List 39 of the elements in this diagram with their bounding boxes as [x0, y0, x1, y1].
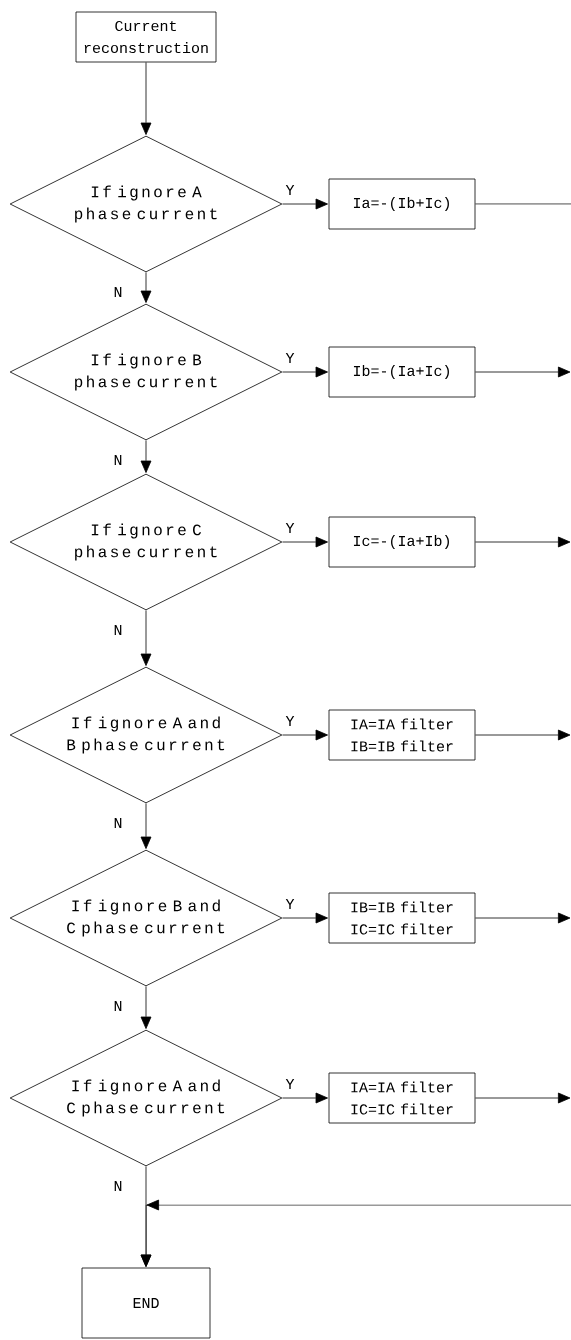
- process-box: Ib=-(Ia+Ic): [328, 346, 476, 398]
- edge-label: Y: [284, 522, 296, 534]
- arrow: [140, 440, 152, 473]
- edge-label: Y: [284, 352, 296, 364]
- edge-label: N: [112, 817, 124, 829]
- process-box: IB=IB filter IC=IC filter: [328, 892, 476, 944]
- edge-label: Y: [284, 1078, 296, 1090]
- arrow: [282, 198, 328, 210]
- arrow: [282, 1092, 328, 1104]
- arrow: [475, 536, 571, 548]
- edge-label: N: [112, 454, 124, 466]
- edge-label: Y: [284, 184, 296, 196]
- arrow: [475, 729, 571, 741]
- end-box: END: [81, 1267, 211, 1339]
- arrow: [475, 912, 571, 924]
- arrow: [475, 366, 571, 378]
- arrow: [140, 62, 152, 135]
- arrow: [140, 803, 152, 849]
- process-box: Ic=-(Ia+Ib): [328, 516, 476, 568]
- arrow: [475, 1092, 571, 1104]
- arrow: [140, 610, 152, 666]
- edge-label: N: [112, 1180, 124, 1192]
- arrow: [140, 272, 152, 303]
- process-box: Ia=-(Ib+Ic): [328, 178, 476, 230]
- arrow: [282, 912, 328, 924]
- process-box: IA=IA filter IC=IC filter: [328, 1072, 476, 1124]
- process-box: IA=IA filter IB=IB filter: [328, 709, 476, 761]
- arrow: [282, 536, 328, 548]
- return-arrow: [140, 1199, 571, 1267]
- arrow: [282, 366, 328, 378]
- connector-line: [475, 203, 571, 205]
- edge-label: Y: [284, 898, 296, 910]
- arrow: [282, 729, 328, 741]
- edge-label: N: [112, 1000, 124, 1012]
- edge-label: N: [112, 624, 124, 636]
- arrow: [140, 986, 152, 1029]
- edge-label: Y: [284, 715, 296, 727]
- edge-label: N: [112, 286, 124, 298]
- start-box: Current reconstruction: [75, 11, 217, 63]
